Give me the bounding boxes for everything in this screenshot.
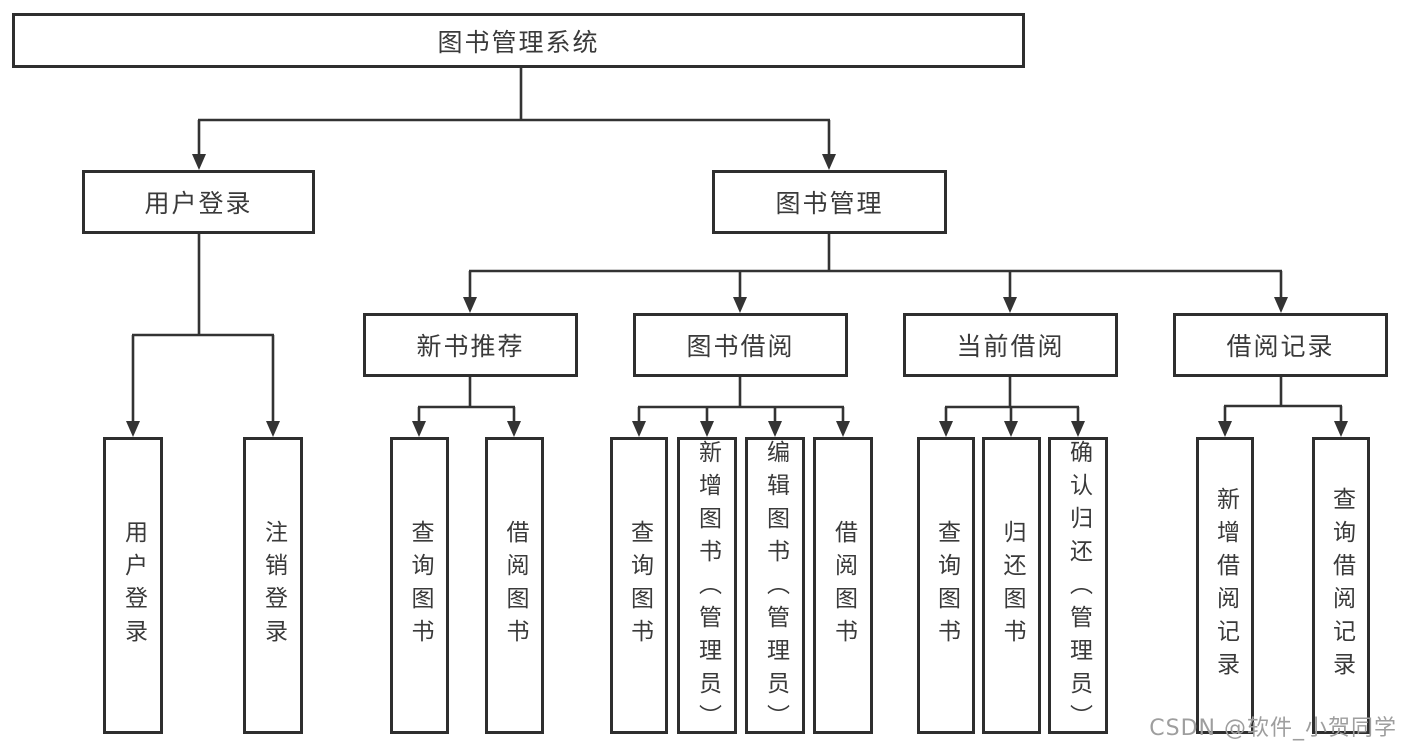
leaf-label: 查询图书 — [407, 519, 433, 652]
leaf-label: 注销登录 — [260, 519, 287, 652]
leaf-query-book-2: 查询图书 — [610, 437, 668, 734]
leaf-label: 编辑图书（管理员） — [762, 440, 789, 737]
leaf-confirm-return-admin: 确认归还（管理员） — [1048, 437, 1108, 737]
leaf-label: 归还图书 — [999, 519, 1025, 652]
node-book-management: 图书管理 — [712, 170, 947, 234]
leaf-label: 查询图书 — [626, 519, 653, 652]
leaf-borrow-book-1: 借阅图书 — [485, 437, 544, 734]
leaf-label: 新增借阅记录 — [1212, 486, 1239, 685]
leaf-label: 查询借阅记录 — [1328, 486, 1355, 685]
leaf-label: 借阅图书 — [830, 519, 857, 652]
leaf-borrow-book-2: 借阅图书 — [813, 437, 873, 734]
node-current-borrow: 当前借阅 — [903, 313, 1118, 377]
node-new-book-recommend: 新书推荐 — [363, 313, 578, 377]
leaf-query-borrow-record: 查询借阅记录 — [1312, 437, 1370, 734]
leaf-label: 确认归还（管理员） — [1065, 440, 1092, 737]
node-root: 图书管理系统 — [12, 13, 1025, 68]
node-user-login: 用户登录 — [82, 170, 315, 234]
leaf-add-book-admin: 新增图书（管理员） — [677, 437, 737, 737]
leaf-query-book-1: 查询图书 — [390, 437, 449, 734]
leaf-add-borrow-record: 新增借阅记录 — [1196, 437, 1254, 734]
leaf-return-book: 归还图书 — [982, 437, 1041, 734]
leaf-label: 用户登录 — [120, 519, 147, 652]
leaf-user-login: 用户登录 — [103, 437, 163, 734]
leaf-label: 新增图书（管理员） — [694, 440, 721, 737]
leaf-query-book-3: 查询图书 — [917, 437, 975, 734]
leaf-edit-book-admin: 编辑图书（管理员） — [745, 437, 805, 737]
leaf-label: 借阅图书 — [502, 519, 528, 652]
node-borrow-record: 借阅记录 — [1173, 313, 1388, 377]
node-book-borrow: 图书借阅 — [633, 313, 848, 377]
csdn-watermark: CSDN @软件_小贺同学 — [1149, 716, 1397, 741]
leaf-label: 查询图书 — [933, 519, 960, 652]
leaf-logout: 注销登录 — [243, 437, 303, 734]
